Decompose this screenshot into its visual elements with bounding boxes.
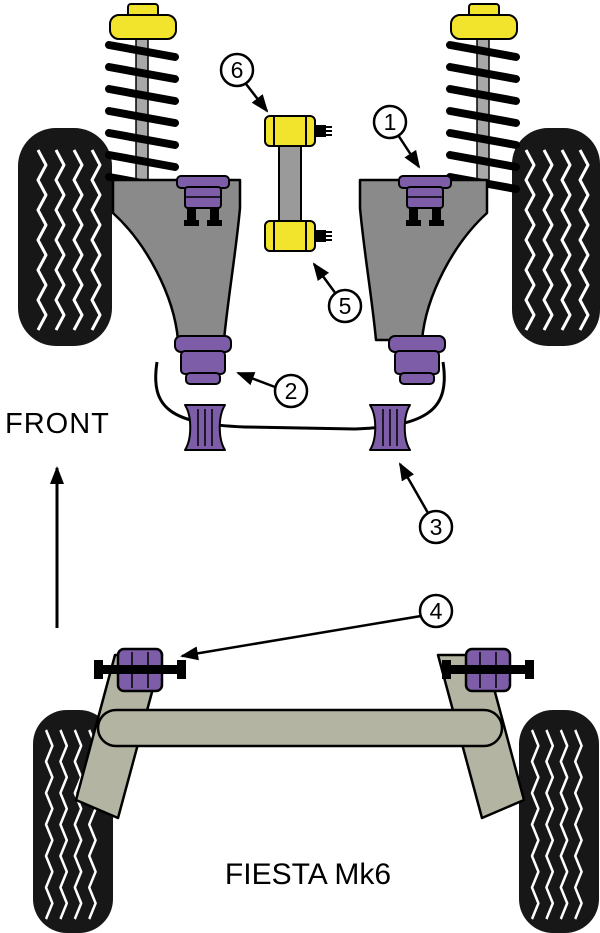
- front-arm-rear-bush-left: [174, 335, 232, 385]
- callout-arrow-6: [245, 83, 269, 113]
- front-tires: [18, 128, 600, 346]
- anti-roll-bar: [154, 361, 446, 431]
- callout-arrow-2: [236, 371, 276, 389]
- coil-spring-struts: [109, 4, 517, 189]
- callout-2: 2: [273, 373, 309, 409]
- callout-3-number: 3: [430, 514, 443, 540]
- callouts: 6 1 5 2 3 4: [180, 52, 454, 661]
- front-suspension: [18, 4, 600, 451]
- drop-link-upper-bush: [264, 115, 333, 147]
- right-coil-spring: [450, 4, 517, 189]
- callout-arrow-4: [180, 614, 422, 661]
- front-right-tire: [512, 128, 600, 346]
- callout-2-number: 2: [285, 378, 298, 404]
- anti-roll-bar-bush-right: [369, 404, 411, 451]
- rear-beam-axle: [74, 653, 526, 820]
- front-label: FRONT: [5, 408, 110, 440]
- callout-1: 1: [372, 104, 408, 140]
- callout-5-number: 5: [339, 293, 352, 319]
- callout-6: 6: [219, 52, 255, 88]
- rear-right-tire: [519, 710, 599, 933]
- rear-cross-beam: [96, 708, 504, 748]
- callout-arrow-3: [398, 462, 430, 514]
- callout-arrow-5: [312, 262, 338, 295]
- callout-5: 5: [327, 288, 363, 324]
- anti-roll-bar-bush-left: [184, 404, 226, 451]
- callout-3: 3: [418, 509, 454, 545]
- rear-suspension: FIESTA Mk6: [33, 647, 599, 933]
- drop-link: [264, 115, 333, 252]
- rear-bushes: [92, 647, 536, 693]
- left-coil-spring: [109, 4, 176, 189]
- callout-4-number: 4: [430, 598, 443, 624]
- callout-arrow-1: [396, 134, 421, 169]
- model-label: FIESTA Mk6: [225, 858, 391, 891]
- callout-1-number: 1: [384, 109, 397, 135]
- front-direction: FRONT: [5, 408, 110, 628]
- drop-link-lower-bush: [264, 220, 333, 252]
- callout-6-number: 6: [231, 57, 244, 83]
- callout-4: 4: [418, 593, 454, 629]
- front-arm-rear-bush-right: [388, 335, 446, 385]
